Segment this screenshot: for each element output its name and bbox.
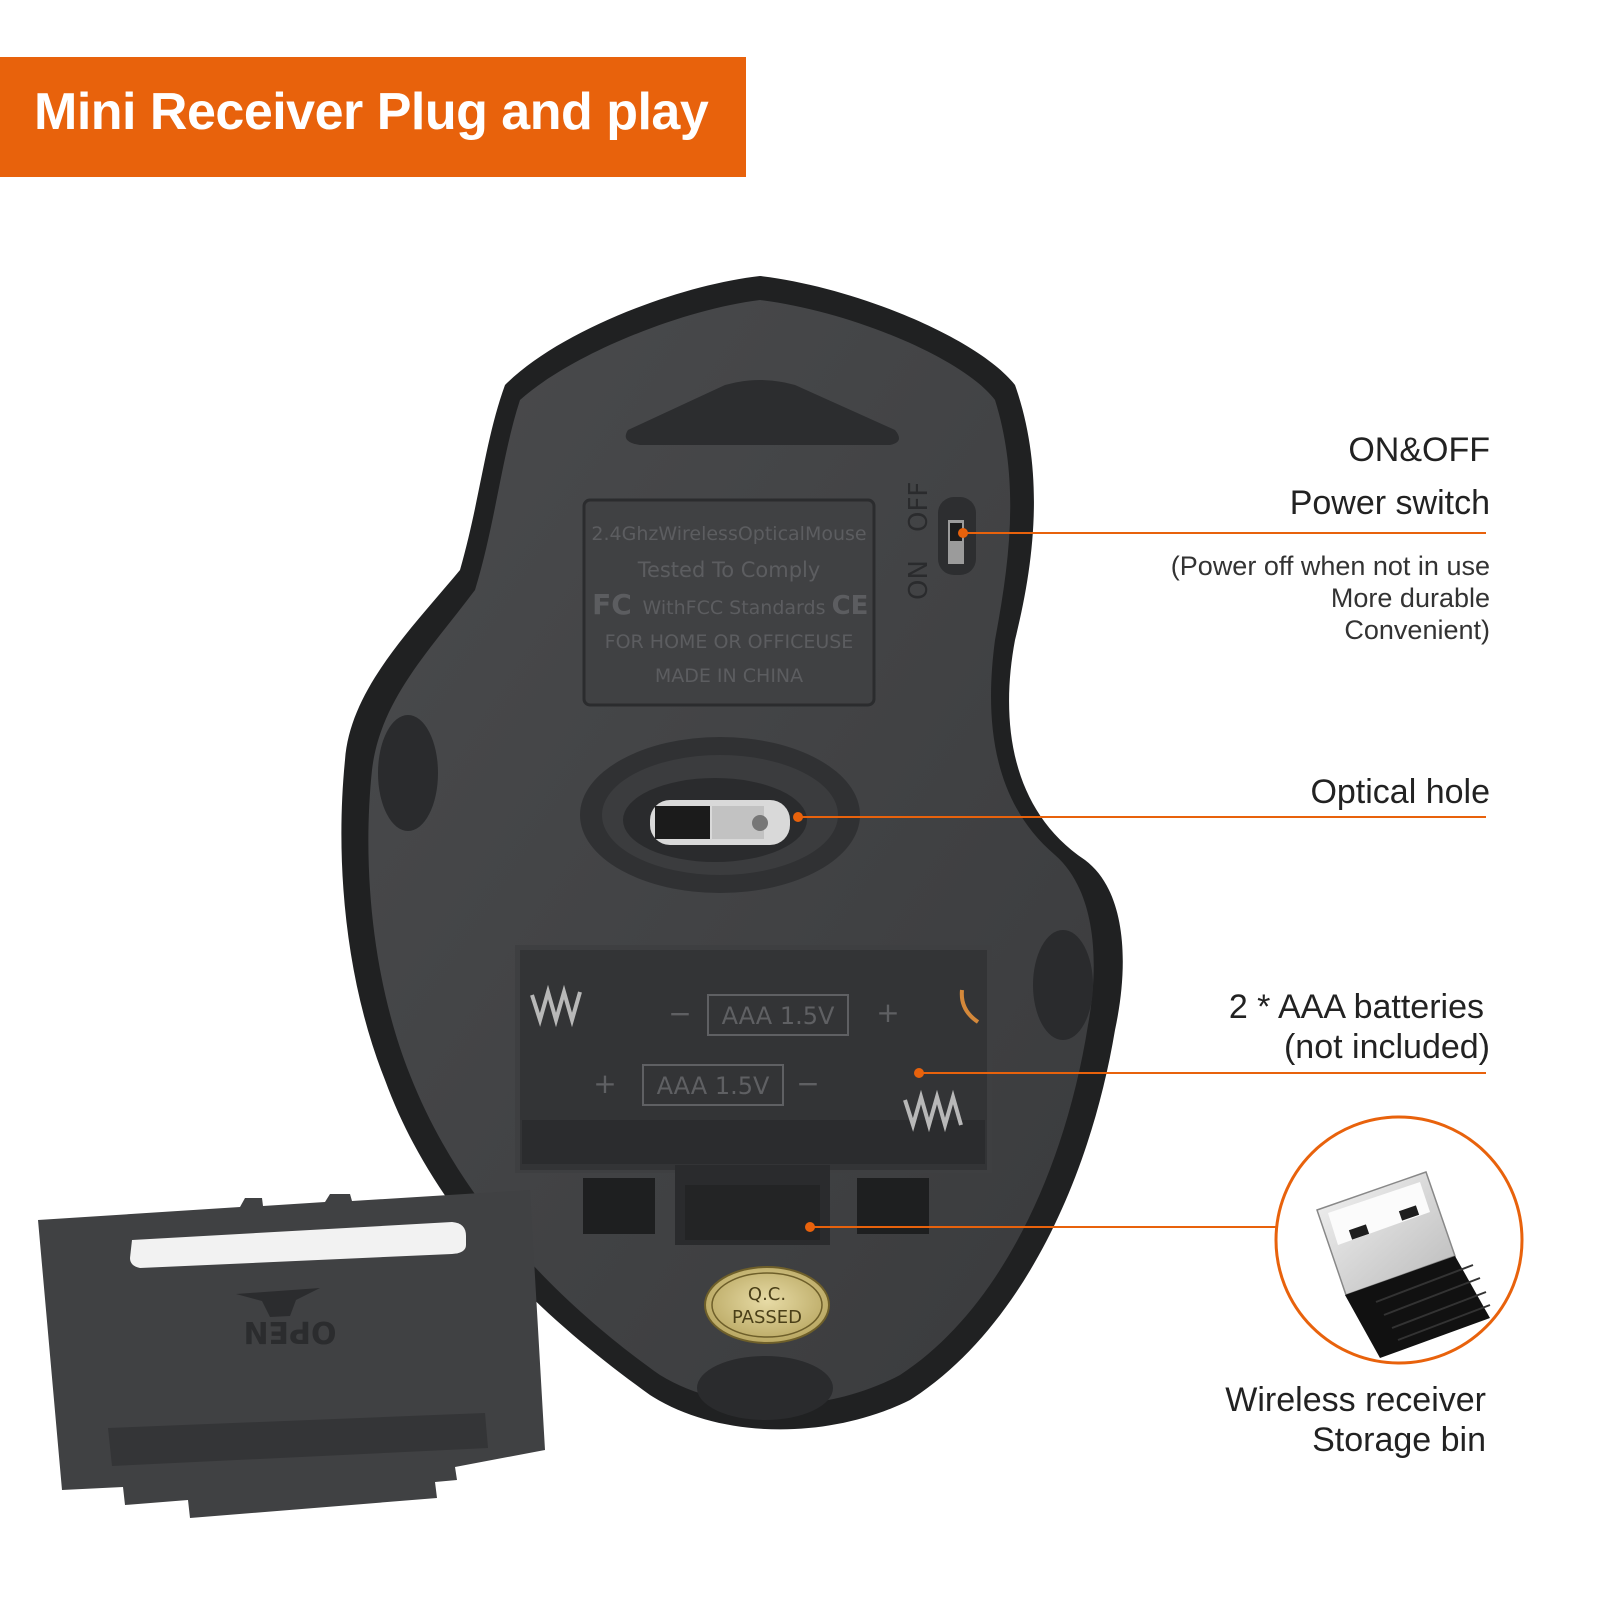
qc-line-2: PASSED [732, 1307, 802, 1328]
title-banner [0, 57, 746, 177]
battery-lower-plus: + [593, 1067, 616, 1100]
switch-on-text: ON [904, 560, 934, 600]
label-line-4: FOR HOME OR OFFICEUSE [605, 631, 854, 653]
fcc-logo: FC [592, 588, 632, 621]
power-callout-note-3: Convenient) [1344, 615, 1490, 645]
battery-upper-minus: − [668, 997, 691, 1030]
receiver-callout-title: Wireless receiver [1225, 1381, 1486, 1419]
label-line-3: WithFCC Standards [643, 597, 826, 619]
power-callout-note-1: (Power off when not in use [1170, 551, 1490, 581]
switch-off-text: OFF [904, 482, 934, 532]
battery-lower-minus: − [796, 1067, 819, 1100]
battery-label-upper: AAA 1.5V [722, 1002, 835, 1030]
open-label: OPEN [243, 1314, 336, 1349]
battery-callout-title: 2 * AAA batteries [1228, 988, 1484, 1026]
label-line-1: 2.4GhzWirelessOpticalMouse [591, 523, 866, 545]
battery-cover-image: OPEN [38, 1190, 545, 1518]
receiver-callout-subtitle: Storage bin [1312, 1421, 1486, 1459]
label-line-5: MADE IN CHINA [655, 665, 803, 687]
battery-callout-note: (not included) [1283, 1028, 1490, 1066]
power-callout-title: ON&OFF [1348, 431, 1490, 469]
mouse-image: 2.4GhzWirelessOpticalMouse Tested To Com… [341, 276, 1123, 1430]
banner-title: Mini Receiver Plug and play [34, 83, 709, 141]
label-line-2: Tested To Comply [637, 558, 821, 582]
battery-upper-plus: + [876, 996, 899, 1029]
power-callout-note-2: More durable [1330, 583, 1490, 613]
ce-logo: CE [832, 591, 869, 621]
callout-lines [793, 528, 1486, 1232]
power-callout-subtitle: Power switch [1289, 484, 1490, 522]
battery-label-lower: AAA 1.5V [657, 1072, 770, 1100]
usb-receiver-image [1274, 1115, 1524, 1365]
qc-line-1: Q.C. [748, 1284, 786, 1305]
optical-callout-title: Optical hole [1310, 773, 1490, 811]
